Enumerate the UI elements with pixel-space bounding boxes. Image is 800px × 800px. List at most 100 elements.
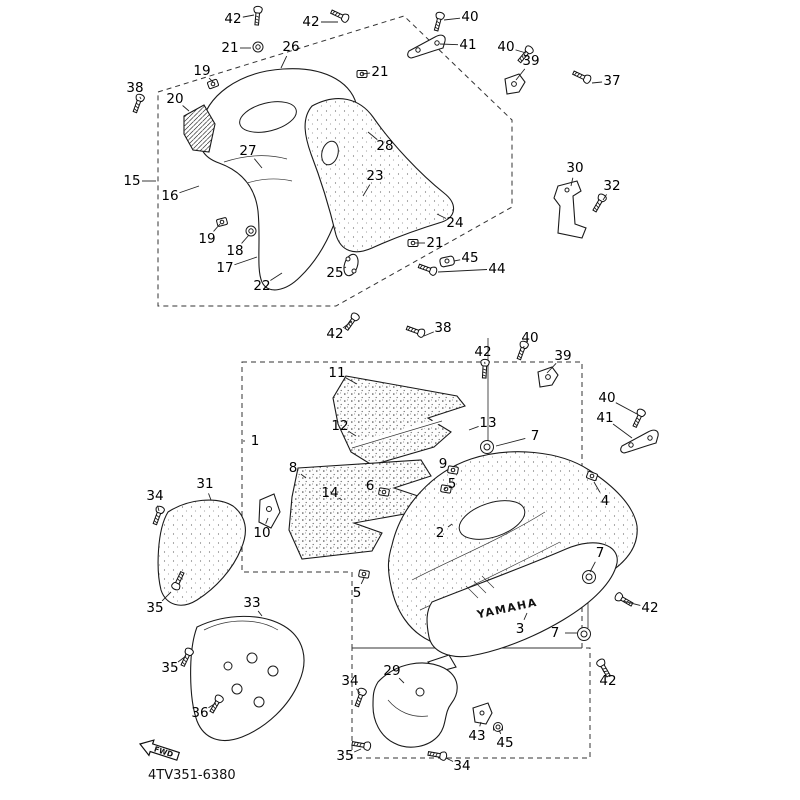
inner-panel-opening (321, 140, 339, 166)
stay-bracket (553, 180, 587, 239)
panel-hole (267, 665, 279, 677)
callout-34: 34 (341, 673, 358, 689)
leader-line-27 (254, 158, 263, 169)
leader-line-29 (398, 677, 405, 684)
bracket-hole (511, 81, 517, 87)
callout-18: 18 (226, 243, 243, 259)
leader-line-21 (361, 72, 371, 75)
side-panel-31 (157, 499, 246, 606)
plate-hole (351, 268, 357, 274)
leader-line-17 (234, 256, 258, 266)
callout-31: 31 (196, 476, 213, 492)
bracket-hole (479, 710, 485, 716)
callout-23: 23 (366, 168, 383, 184)
leader-line-13 (468, 426, 479, 431)
callout-42: 42 (474, 344, 491, 360)
callout-42: 42 (326, 326, 343, 342)
leader-line-14 (338, 497, 343, 501)
panel-gap (351, 417, 445, 449)
side-panel-33 (190, 615, 305, 741)
callout-25: 25 (326, 265, 343, 281)
screw-icon (630, 407, 647, 429)
panel-hole (223, 661, 233, 671)
callout-15: 15 (123, 173, 140, 189)
callout-40: 40 (461, 9, 478, 25)
leader-line-34 (157, 505, 160, 512)
leader-line-7 (495, 438, 526, 447)
leader-line-23 (362, 184, 371, 197)
callout-4: 4 (601, 493, 610, 509)
leader-line-16 (179, 185, 200, 194)
vent-lines (465, 575, 495, 599)
leader-line-35 (177, 655, 187, 663)
grommet-icon (245, 225, 257, 237)
leader-line-40 (443, 17, 461, 21)
callout-3: 3 (516, 621, 525, 637)
panel-hole (253, 696, 265, 708)
inner-panel-lower (288, 459, 432, 560)
leader-line-38 (139, 96, 142, 100)
leader-line-41 (439, 43, 459, 46)
callout-5: 5 (448, 476, 457, 492)
leader-line-24 (436, 213, 447, 219)
leader-line-39 (515, 68, 526, 81)
callout-9: 9 (439, 456, 448, 472)
leader-line-35 (161, 591, 172, 602)
screw-icon (352, 686, 368, 709)
leader-line-5 (360, 577, 365, 585)
leader-line-42 (622, 600, 641, 606)
leader-line-37 (591, 81, 603, 84)
diagram-code: 4TV351-6380 (148, 768, 236, 783)
callout-7: 7 (596, 545, 605, 561)
undercowl-detail (387, 699, 429, 717)
leader-line-28 (367, 131, 378, 140)
leader-line-11 (345, 377, 358, 385)
leader-line-30 (570, 177, 574, 187)
leader-line-20 (182, 105, 190, 112)
callout-40: 40 (497, 39, 514, 55)
leader-line-34 (445, 757, 454, 762)
callout-24: 24 (446, 215, 463, 231)
leader-line-8 (300, 473, 307, 479)
callout-11: 11 (328, 365, 345, 381)
leader-line-25 (343, 266, 347, 269)
fwd-arrow: FWD (138, 739, 181, 761)
callout-35: 35 (146, 600, 163, 616)
parts-layer: YAMAHA (157, 34, 659, 748)
leader-line-6 (378, 489, 382, 492)
screw-icon (426, 748, 448, 762)
panel-gap-edge (351, 420, 443, 449)
callout-21: 21 (371, 64, 388, 80)
callout-34: 34 (146, 488, 163, 504)
bracket-hole (628, 442, 634, 448)
inner-panel-upper (332, 375, 466, 466)
screw-icon (404, 323, 427, 339)
grommet-icon (252, 41, 264, 53)
callout-8: 8 (289, 460, 298, 476)
leader-line-4 (593, 481, 601, 493)
leader-line-45 (453, 259, 461, 262)
nut-icon (493, 722, 503, 732)
callout-45: 45 (496, 735, 513, 751)
leader-line-40 (515, 49, 527, 54)
leader-line-42 (342, 320, 353, 329)
callout-16: 16 (161, 188, 178, 204)
callout-41: 41 (459, 37, 476, 53)
grommet-lg-icon (480, 440, 494, 454)
callout-10: 10 (253, 525, 270, 541)
fwd-arrow-shape (138, 739, 181, 761)
leader-line-19 (213, 223, 221, 232)
callout-40: 40 (521, 330, 538, 346)
leader-line-35 (353, 748, 362, 753)
callout-22: 22 (253, 278, 270, 294)
leader-line-22 (270, 272, 283, 281)
callout-37: 37 (603, 73, 620, 89)
leader-line-2 (447, 523, 453, 528)
callout-30: 30 (566, 160, 583, 176)
leader-line-44 (437, 269, 488, 273)
callout-13: 13 (479, 415, 496, 431)
callout-7: 7 (551, 625, 560, 641)
bracket-hole (434, 40, 440, 46)
callout-41: 41 (596, 410, 613, 426)
